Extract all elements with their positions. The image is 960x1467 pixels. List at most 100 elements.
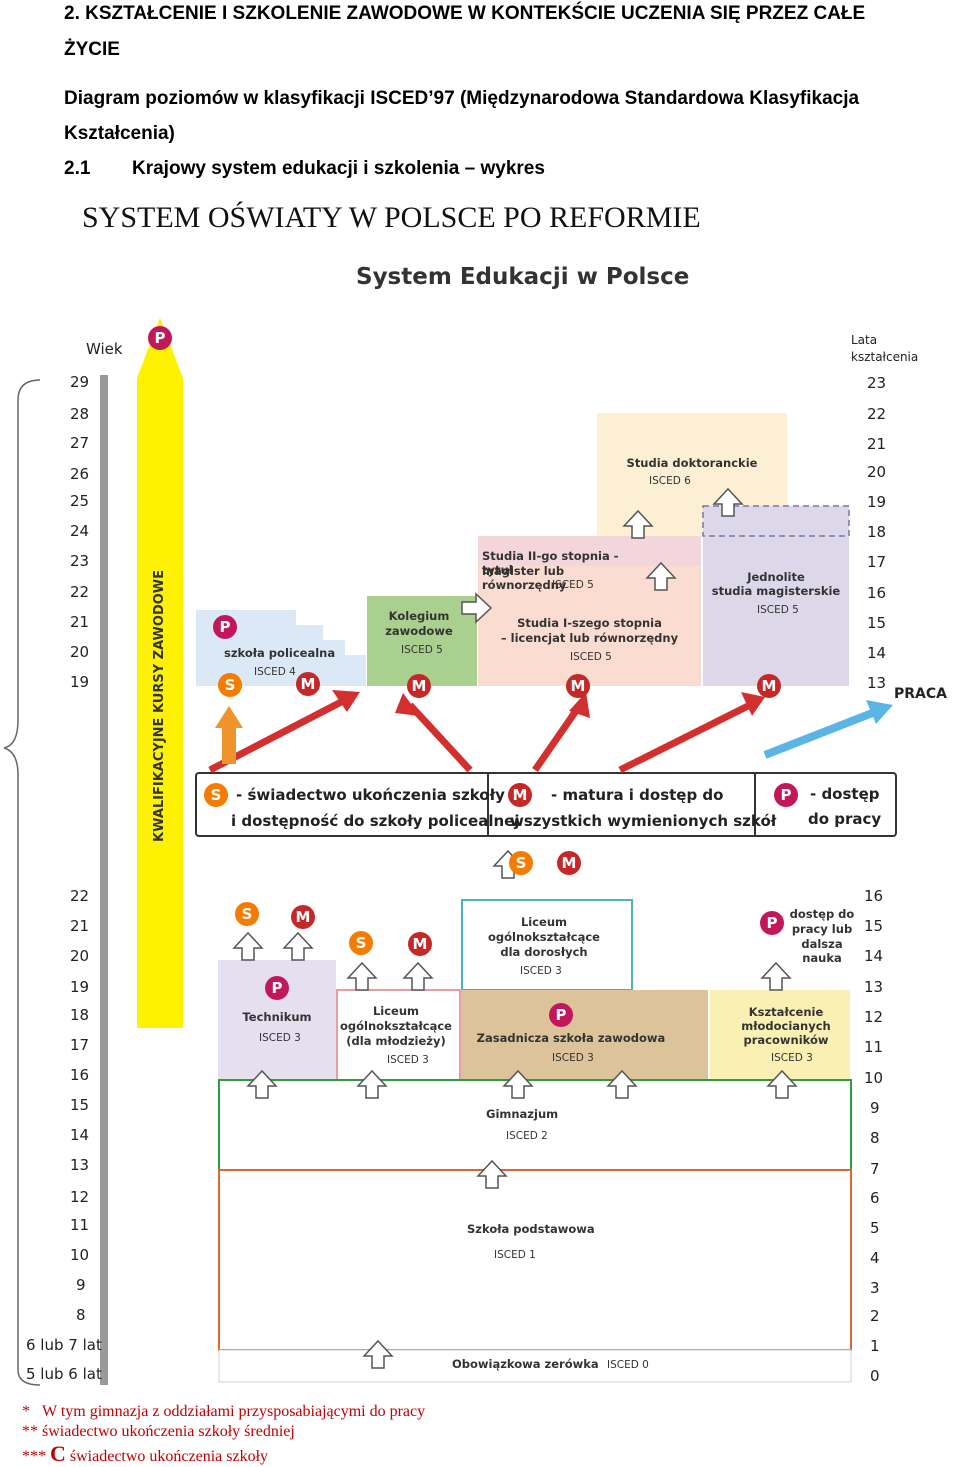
age-tick: 21 [70,917,90,935]
m-badge: M [408,932,432,956]
year-tick: 15 [867,614,887,632]
year-tick: 0 [870,1367,880,1385]
age-tick: 6 lub 7 lat [26,1336,102,1354]
s-badge: S [218,673,242,697]
year-tick: 16 [867,584,887,602]
dostep-title-3: dalsza nauka [801,937,843,966]
gimnazjum-title: Gimnazjum [486,1107,559,1121]
podstawowa-isced: ISCED 1 [494,1249,536,1261]
age-tick: 21 [70,613,90,631]
heading-line-3: Diagram poziomów w klasyfikacji ISCED’97… [64,88,860,109]
year-tick: 14 [864,947,884,965]
box-liceum-dorosli-bg [461,899,633,991]
section-number: 2.1 [64,158,91,179]
age-tick: 14 [70,1126,90,1144]
kolegium-title-2: zawodowe [385,624,453,638]
box-gimnazjum-bg [218,1079,852,1171]
technikum-isced: ISCED 3 [259,1032,301,1044]
age-tick: 18 [70,1006,90,1024]
yellow-arrow-shaft [137,378,183,1028]
work-label: PRACA [894,686,947,702]
age-tick: 19 [70,978,90,996]
magister-isced: ISCED 5 [552,579,594,591]
age-tick: 24 [70,522,90,540]
legend-m-text-2: wszystkich wymienionych szkół [510,812,777,830]
age-tick: 17 [70,1036,90,1054]
age-tick: 11 [70,1216,90,1234]
footnote-1: * W tym gimnazja z oddziałami przysposab… [22,1403,425,1421]
liceum-mlodziez-title-2: ogólnokształcące [340,1019,452,1033]
year-tick: 15 [864,917,884,935]
age-tick: 22 [70,583,90,601]
orange-arrow-shaft [222,726,236,764]
m-badge: M [291,905,315,929]
m-badge: M [566,674,590,698]
section-title: Krajowy system edukacji i szkolenia – wy… [132,158,545,179]
box-jednolite-dashed [702,505,850,537]
p-badge: P [760,911,784,935]
legend-s-text-1: - świadectwo ukończenia szkoły [236,786,505,804]
box-liceum-mlodziez-bg [336,989,461,1081]
liceum-dorosli-title-1: Liceum [520,915,568,929]
age-label: Wiek [86,340,123,358]
years-label-2: kształcenia [851,350,919,364]
dostep-title-1: dostęp do [789,907,855,921]
mlodociani-title-2: młodocianych [741,1019,831,1033]
work-arrow [763,706,882,759]
small-arrows [232,487,798,1369]
heading-line-1: 2. KSZTAŁCENIE I SZKOLENIE ZAWODOWE W KO… [64,3,866,24]
m-badge: M [557,851,581,875]
liceum-dorosli-title-2: ogólnokształcące [488,930,600,944]
box-policealna-bg [196,610,366,686]
age-tick: 8 [76,1306,86,1324]
age-tick: 26 [70,465,90,483]
age-tick: 23 [70,552,90,570]
vertical-course-label: KWALIFIKACYJNE KURSY ZAWODOWE [152,569,167,842]
box-podstawowa-bg [218,1169,852,1351]
year-tick: 18 [867,523,887,541]
licencjat-isced: ISCED 5 [570,651,612,663]
diagram-title: System Edukacji w Polsce [356,264,690,290]
age-tick: 20 [70,947,90,965]
box-magister-bg [478,536,701,566]
legend-p-text-2: do pracy [808,810,882,828]
age-tick: 13 [70,1156,90,1174]
age-tick: 10 [70,1246,90,1264]
legend-s-text-2: i dostępność do szkoły policealnej [231,812,520,830]
box-mlodociani-bg [710,990,850,1080]
footnote-3-c: C [50,1441,66,1466]
legend-p-text-1: - dostęp [810,785,880,803]
zasadnicza-title: Zasadnicza szkoła zawodowa [476,1031,666,1045]
kolegium-isced: ISCED 5 [401,644,443,656]
mlodociani-title-1: Kształcenie [748,1005,824,1019]
year-tick: 14 [867,644,887,662]
box-zasadnicza-bg [461,990,708,1080]
year-tick: 6 [870,1189,880,1207]
policealna-title: szkoła policealna [224,646,336,660]
year-tick: 22 [867,405,887,423]
serif-title: SYSTEM OŚWIATY W POLSCE PO REFORMIE [82,201,701,234]
age-tick: 16 [70,1066,90,1084]
policealna-isced: ISCED 4 [254,666,296,678]
age-tick: 5 lub 6 lat [26,1365,102,1383]
year-tick: 3 [870,1279,880,1297]
kolegium-title-1: Kolegium [388,609,450,623]
box-zerowka-bg [218,1349,852,1383]
zasadnicza-isced: ISCED 3 [552,1052,594,1064]
doktoranckie-title: Studia doktoranckie [626,456,758,470]
magister-title-1: Studia II-go stopnia - tytuł [482,549,619,578]
legend-m-text-1: - matura i dostęp do [551,786,724,804]
s-badge: S [349,931,373,955]
licencjat-title-2: – licencjat lub równorzędny [500,631,679,645]
s-badge: S [509,851,533,875]
footnote-3-text: świadectwo ukończenia szkoły [69,1448,269,1465]
heading-line-4: Kształcenia) [64,123,175,144]
year-tick: 9 [870,1099,880,1117]
year-tick: 17 [867,553,887,571]
liceum-mlodziez-title-3: (dla młodzieży) [346,1034,446,1048]
age-tick: 22 [70,887,90,905]
year-tick: 12 [864,1008,884,1026]
age-tick: 25 [70,492,90,510]
m-badge: M [407,674,431,698]
